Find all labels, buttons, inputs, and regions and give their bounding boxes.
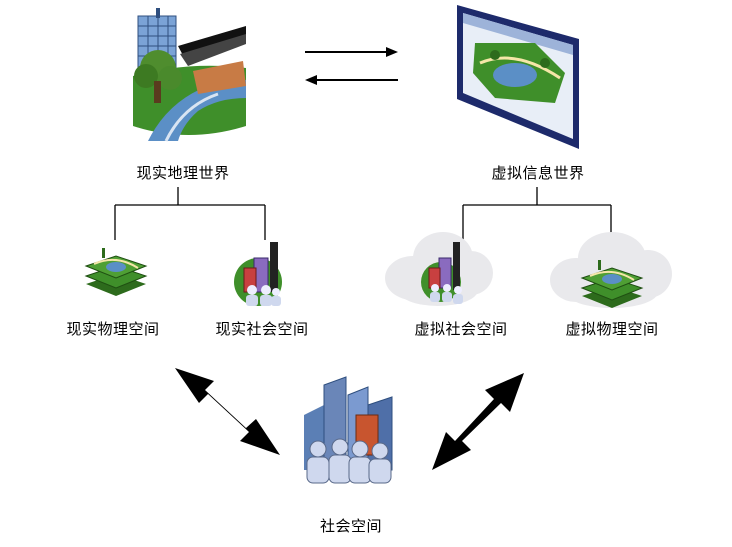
cloud-city-people-icon (385, 232, 493, 306)
virtual-screen-icon (457, 5, 579, 149)
cloud-map-layers-icon (550, 232, 672, 308)
crowd-city-icon (304, 376, 393, 484)
bidirectional-arrows-icon (305, 47, 398, 85)
city-people-icon (234, 242, 282, 306)
real-landscape-icon (133, 8, 246, 142)
virtual-world-label: 虚拟信息世界 (491, 164, 585, 182)
real-physical-space-label: 现实物理空间 (66, 320, 160, 338)
real-social-space-label: 现实社会空间 (215, 320, 309, 338)
map-layers-icon (84, 248, 148, 296)
social-space-label: 社会空间 (319, 517, 383, 535)
right-diagonal-double-arrow (432, 373, 524, 470)
real-world-bracket (114, 187, 266, 240)
virtual-physical-space-label: 虚拟物理空间 (565, 320, 659, 338)
left-diagonal-double-arrow (175, 368, 280, 455)
real-world-label: 现实地理世界 (136, 164, 230, 182)
virtual-social-space-label: 虚拟社会空间 (414, 320, 508, 338)
